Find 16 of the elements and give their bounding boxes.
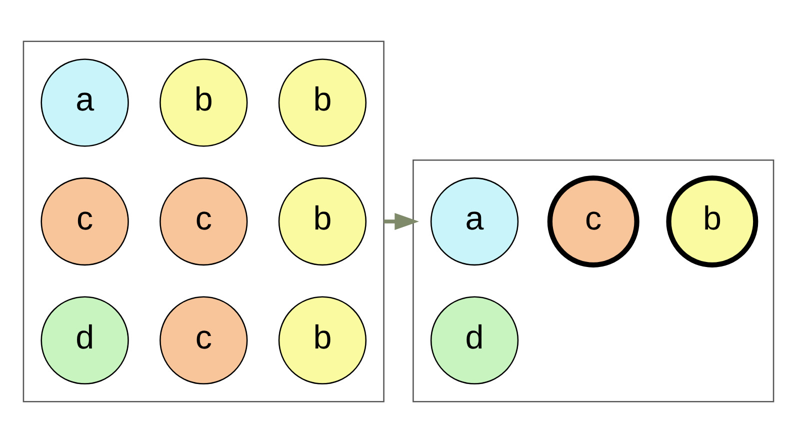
node-circle: d <box>40 296 129 384</box>
node-circle: c <box>40 176 129 266</box>
node-circle: c <box>160 176 248 266</box>
node-circle: b <box>160 58 248 146</box>
node-circle: c <box>547 175 640 267</box>
node-circle: c <box>160 296 248 384</box>
node-circle: d <box>430 296 519 384</box>
node-circle: a <box>40 58 129 146</box>
node-circle: b <box>278 176 367 266</box>
cluster <box>412 159 774 402</box>
node-circle: b <box>666 175 758 267</box>
node-circle: a <box>430 176 519 266</box>
arrow <box>384 212 419 230</box>
cluster <box>22 40 384 402</box>
node-circle: b <box>278 296 367 384</box>
node-circle: b <box>278 58 367 146</box>
